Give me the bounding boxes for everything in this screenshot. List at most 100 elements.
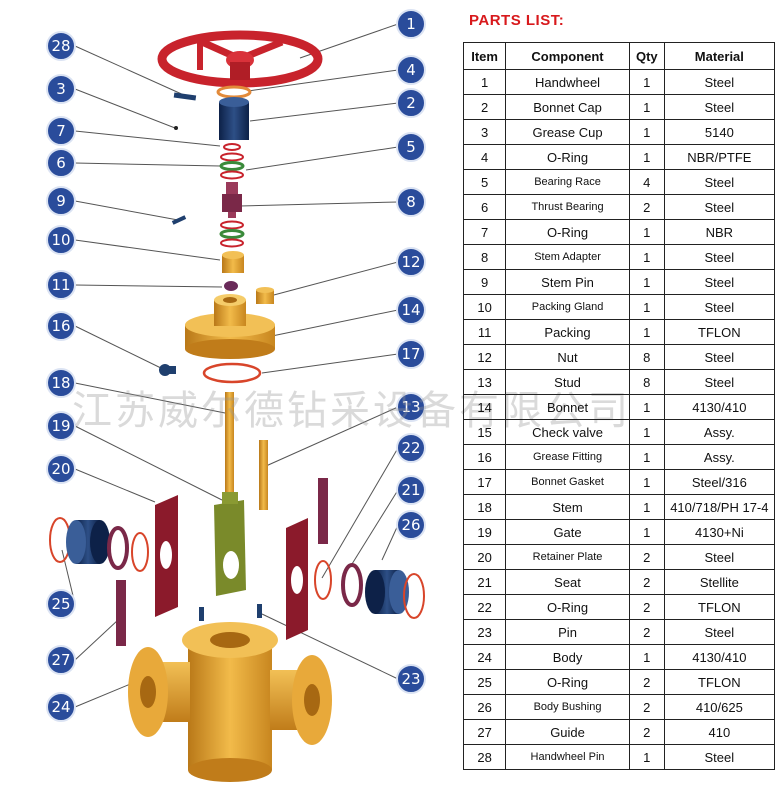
cell-qty: 1 (628, 244, 665, 270)
callout-badge: 20 (46, 454, 76, 484)
callout-badge-number: 26 (401, 516, 420, 534)
cell-item: 5 (462, 169, 507, 195)
cell-component: Bonnet Gasket (505, 469, 630, 495)
cell-item: 1 (462, 69, 507, 95)
cell-component: Seat (505, 569, 630, 595)
cell-component: O-Ring (505, 669, 630, 695)
pin-a (199, 607, 204, 621)
cell-material: NBR/PTFE (663, 144, 775, 170)
callout-badge-number: 1 (406, 15, 416, 33)
cell-qty: 1 (628, 744, 665, 770)
header-material: Material (663, 42, 775, 70)
cell-qty: 1 (628, 94, 665, 120)
cell-item: 3 (462, 119, 507, 145)
cell-item: 8 (462, 244, 507, 270)
callout-badge: 14 (396, 295, 426, 325)
stem-adapter (222, 182, 242, 218)
packing-gland (222, 251, 244, 273)
cell-item: 6 (462, 194, 507, 220)
body (128, 622, 332, 782)
cell-item: 26 (462, 694, 507, 720)
cell-item: 21 (462, 569, 507, 595)
cell-material: 4130/410 (663, 644, 775, 670)
callout-badge-number: 19 (51, 417, 70, 435)
cell-component: Bonnet Cap (505, 94, 630, 120)
callout-badge-number: 2 (406, 94, 416, 112)
cell-component: Bonnet (505, 394, 630, 420)
exploded-valve-diagram: 1284327568910121114161718131922202126252… (46, 9, 426, 782)
cell-item: 9 (462, 269, 507, 295)
callout-badge-number: 25 (51, 595, 70, 613)
cell-item: 22 (462, 594, 507, 620)
callout-badge: 1 (396, 9, 426, 39)
callout-badge: 5 (396, 132, 426, 162)
header-qty: Qty (628, 42, 665, 70)
cell-component: Handwheel (505, 69, 630, 95)
cell-material: Steel (663, 94, 775, 120)
callout-badge-number: 24 (51, 698, 70, 716)
cell-material: Steel (663, 69, 775, 95)
callout-badge-number: 11 (51, 276, 70, 294)
cell-item: 16 (462, 444, 507, 470)
cell-item: 12 (462, 344, 507, 370)
callout-badge: 3 (46, 74, 76, 104)
cell-qty: 1 (628, 144, 665, 170)
thrust-bearing-6b (219, 229, 245, 239)
callout-badge-number: 18 (51, 374, 70, 392)
cell-qty: 2 (628, 619, 665, 645)
callout-badge: 24 (46, 692, 76, 722)
cell-component: O-Ring (505, 594, 630, 620)
bearing-race-5b (220, 170, 244, 180)
cell-material: NBR (663, 219, 775, 245)
cell-component: Pin (505, 619, 630, 645)
cell-item: 17 (462, 469, 507, 495)
cell-component: Stem (505, 494, 630, 520)
callout-badge-number: 6 (56, 154, 66, 172)
cell-qty: 2 (628, 594, 665, 620)
cell-qty: 2 (628, 569, 665, 595)
gate (214, 492, 246, 596)
cell-material: Steel (663, 194, 775, 220)
cell-component: Nut (505, 344, 630, 370)
cell-material: Steel (663, 344, 775, 370)
cell-qty: 2 (628, 719, 665, 745)
cell-qty: 1 (628, 519, 665, 545)
callout-badge: 21 (396, 475, 426, 505)
cell-qty: 1 (628, 219, 665, 245)
callout-badge: 17 (396, 339, 426, 369)
cell-item: 28 (462, 744, 507, 770)
cell-component: O-Ring (505, 144, 630, 170)
cell-component: Packing Gland (505, 294, 630, 320)
cell-material: Steel (663, 744, 775, 770)
cell-component: Thrust Bearing (505, 194, 630, 220)
leader-lines (61, 23, 399, 708)
callout-badge-number: 27 (51, 651, 70, 669)
bearing-race-5d (220, 238, 244, 248)
callout-badge: 22 (396, 433, 426, 463)
cell-component: Bearing Race (505, 169, 630, 195)
cell-material: Assy. (663, 419, 775, 445)
cell-item: 2 (462, 94, 507, 120)
cell-component: Body Bushing (505, 694, 630, 720)
cell-material: 5140 (663, 119, 775, 145)
callout-badge-number: 22 (401, 439, 420, 457)
stem (225, 392, 234, 492)
o-ring-22-right (314, 560, 332, 600)
callout-badge-number: 13 (401, 398, 420, 416)
cell-qty: 1 (628, 644, 665, 670)
